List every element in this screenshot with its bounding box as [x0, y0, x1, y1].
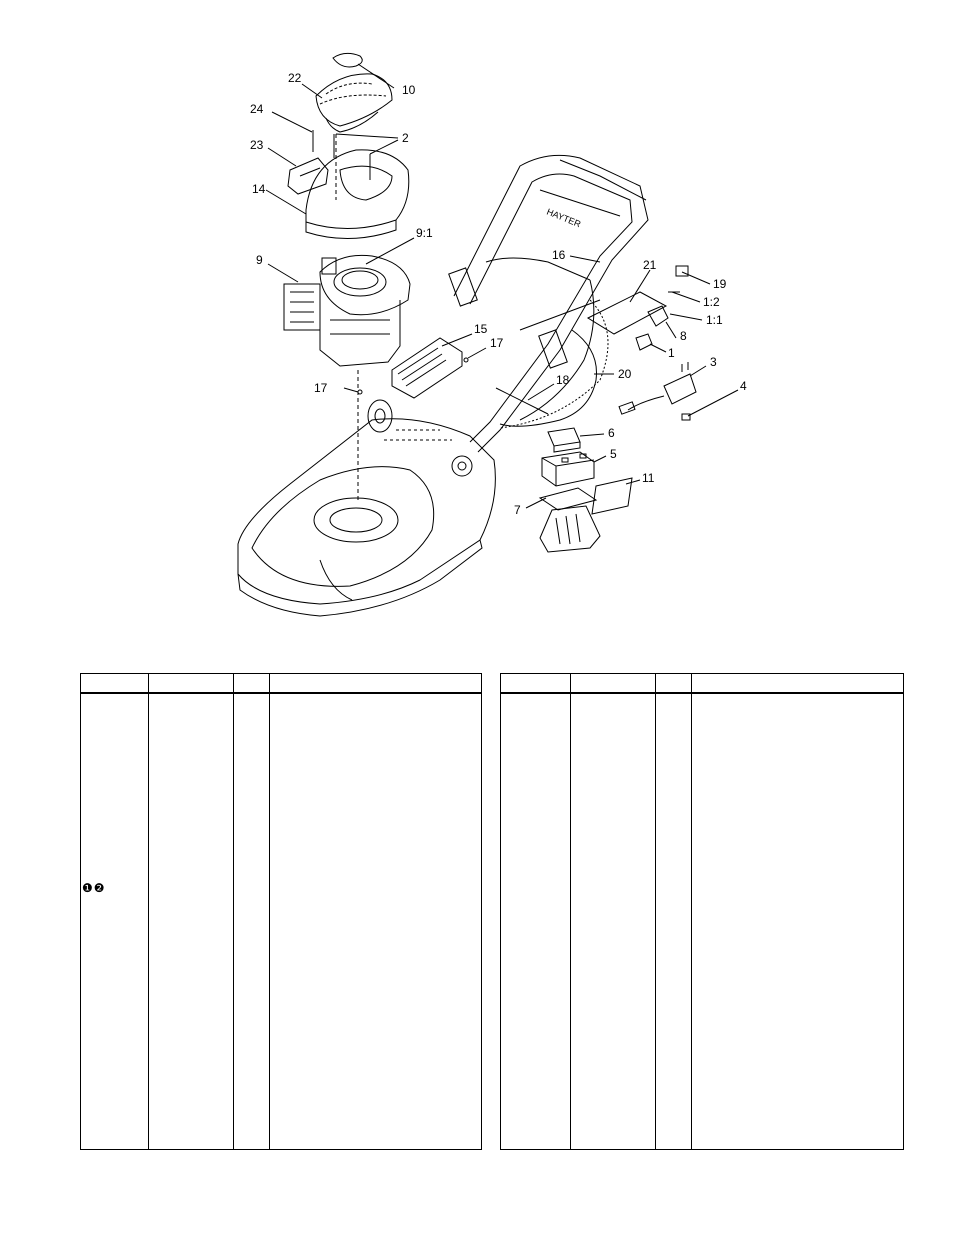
- callout-10: 10: [402, 83, 416, 97]
- part-mat-7: [538, 487, 598, 511]
- callout-1: 1: [668, 346, 675, 360]
- parts-table-right: [500, 673, 904, 1150]
- callout-20: 20: [618, 367, 632, 381]
- column-divider: [148, 674, 149, 1149]
- part-connectors: [635, 265, 689, 351]
- callout-1-1: 1:1: [706, 313, 723, 327]
- callout-14: 14: [252, 182, 266, 196]
- callout-6: 6: [608, 426, 615, 440]
- callout-1-2: 1:2: [703, 295, 720, 309]
- callout-3: 3: [710, 355, 717, 369]
- battery-tray: [539, 505, 601, 553]
- callout-21: 21: [643, 258, 657, 272]
- callout-7: 7: [514, 503, 521, 517]
- part-engine-cover-14: [305, 149, 410, 239]
- callout-5: 5: [610, 447, 617, 461]
- column-divider: [269, 674, 270, 1149]
- part-plate-21: [586, 291, 668, 335]
- callout-8: 8: [680, 329, 687, 343]
- callout-15: 15: [474, 322, 488, 336]
- callout-17a: 17: [490, 336, 504, 350]
- part-engine-9: [283, 254, 411, 500]
- column-divider: [691, 674, 692, 1149]
- leader-lines: [265, 63, 739, 509]
- column-divider: [655, 674, 656, 1149]
- callout-2: 2: [402, 131, 409, 145]
- part-housing-15: [357, 337, 469, 433]
- callout-18: 18: [556, 373, 570, 387]
- column-divider: [570, 674, 571, 1149]
- part-rod-18: [495, 387, 549, 415]
- handle-assembly: [448, 154, 649, 453]
- callout-labels: 22 10 24 2 23 14 9:1 9 16 21 19 1:2 1:1 …: [250, 71, 747, 517]
- callout-9: 9: [256, 253, 263, 267]
- part-bracket-23: [287, 157, 329, 195]
- callout-17b: 17: [314, 381, 328, 395]
- callout-19: 19: [713, 277, 727, 291]
- part-cable-20: [499, 329, 597, 427]
- table-header: [81, 674, 481, 694]
- part-label-11: [591, 477, 633, 515]
- part-grille-22: [315, 73, 393, 133]
- callout-16: 16: [552, 248, 566, 262]
- callout-11: 11: [642, 471, 655, 485]
- column-divider: [233, 674, 234, 1149]
- parts-table-left: ❶❷: [80, 673, 482, 1150]
- callout-23: 23: [250, 138, 264, 152]
- mower-deck: [237, 418, 496, 617]
- callout-22: 22: [288, 71, 302, 85]
- table-header: [501, 674, 903, 694]
- callout-9-1: 9:1: [416, 226, 433, 240]
- part-pad-6: [547, 427, 581, 453]
- part-charger-3: [618, 362, 697, 415]
- callout-24: 24: [250, 102, 264, 116]
- part-battery-5: [541, 451, 595, 487]
- note-marks: ❶❷: [82, 881, 106, 895]
- mower-brand-text: HAYTER: [545, 207, 582, 230]
- exploded-parts-diagram: HAYTER 22 10 24 2 23 14 9:1 9 16 21 19 1…: [237, 52, 747, 617]
- part-clip-4: [681, 413, 691, 421]
- callout-4: 4: [740, 379, 747, 393]
- part-cap-10: [332, 52, 363, 68]
- part-bolts: [312, 130, 371, 200]
